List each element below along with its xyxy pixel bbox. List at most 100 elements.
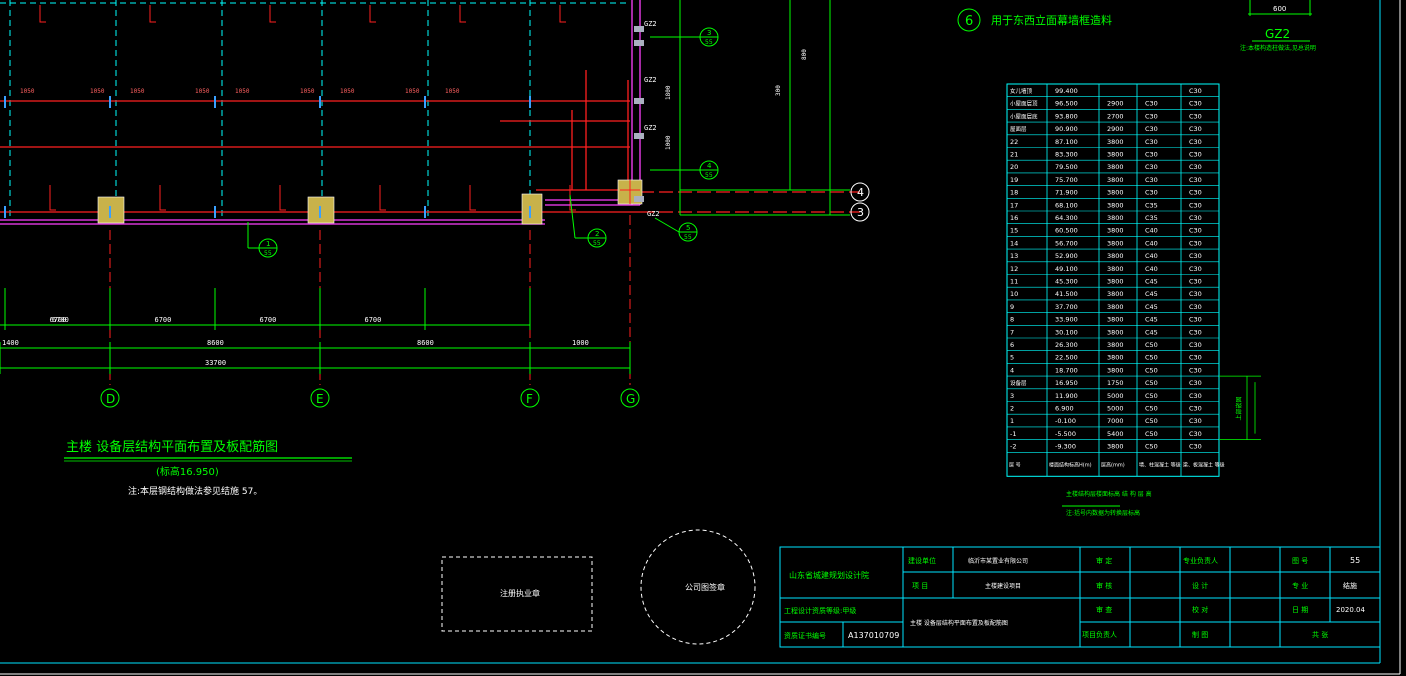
axis-lines [109, 215, 631, 385]
dim-text: 6700 [52, 316, 69, 324]
table-cell: 14 [1010, 239, 1018, 247]
section-6-title: 用于东西立面幕墙框造料 [991, 13, 1112, 27]
section-6-number: 6 [965, 14, 973, 29]
institute-name: 山东省城建规划设计院 [789, 570, 869, 580]
table-cell: 4 [1010, 366, 1014, 374]
detail-sheet: 55 [705, 39, 713, 46]
table-cell: 49.100 [1055, 265, 1078, 273]
build-unit-label: 建设单位 [908, 556, 936, 565]
table-cell: 7 [1010, 328, 1014, 336]
table-cell: C30 [1145, 163, 1158, 171]
date: 2020.04 [1336, 606, 1365, 614]
table-cell: 6 [1010, 341, 1014, 349]
table-cell: -0.100 [1055, 417, 1076, 425]
table-cell: C30 [1189, 189, 1202, 197]
gz-label: GZ2 [644, 20, 657, 28]
table-cell: C30 [1145, 151, 1158, 159]
table-cell: C30 [1189, 443, 1202, 451]
table-cell: 3800 [1107, 214, 1124, 222]
table-cell: 18 [1010, 189, 1018, 197]
table-cell: C45 [1145, 290, 1158, 298]
table-cell: 19 [1010, 176, 1018, 184]
table-cell: C30 [1189, 290, 1202, 298]
axis-bubble [620, 388, 640, 408]
table-cell: C30 [1189, 392, 1202, 400]
table-cell: 60.500 [1055, 227, 1078, 235]
table-cell: 10 [1010, 290, 1018, 298]
cert-no: A137010709 [848, 631, 899, 640]
table-cell: 3800 [1107, 239, 1124, 247]
table-cell: 3800 [1107, 151, 1124, 159]
table-cell: 64.300 [1055, 214, 1078, 222]
table-cell: 30.100 [1055, 328, 1078, 336]
axis-bubble [850, 182, 870, 202]
axis-bubble [100, 388, 120, 408]
dim-text: 6700 [260, 316, 277, 324]
cyan-grid-lines [0, 0, 630, 218]
approve-label: 审 定 [1096, 556, 1112, 565]
stamp-box: 注册执业章 [441, 556, 593, 632]
table-header-cell: 梁、板混凝土 等级 [1183, 461, 1225, 468]
table-cell: 71.900 [1055, 189, 1078, 197]
table-cell: 2900 [1107, 100, 1124, 108]
axis-label: G [626, 392, 635, 406]
table-header-cell: 楼面结构标高H(m) [1049, 461, 1092, 468]
beam-label: 1050 [130, 88, 145, 95]
axis-label: 4 [857, 186, 864, 199]
table-cell: C35 [1145, 201, 1158, 209]
detail-sheet: 55 [593, 240, 601, 247]
gz-label: GZ2 [644, 124, 657, 132]
table-caption-note: 注:括号内数据为转换层标高 [1066, 509, 1140, 517]
table-cell: C30 [1189, 328, 1202, 336]
stamp-box-label: 注册执业章 [500, 588, 540, 598]
dim-text: 1000 [572, 339, 589, 347]
table-cell: 3800 [1107, 316, 1124, 324]
sheet-no: 55 [1350, 556, 1360, 565]
table-cell: C30 [1145, 112, 1158, 120]
beam-label: 1050 [445, 88, 460, 95]
table-cell: 3800 [1107, 189, 1124, 197]
column [521, 193, 543, 225]
table-cell: 2 [1010, 405, 1014, 413]
table-cell: 21 [1010, 151, 1018, 159]
table-cell: 3800 [1107, 138, 1124, 146]
date-label: 日 期 [1292, 606, 1308, 614]
audit-label: 审 查 [1096, 605, 1112, 614]
detail-num: 5 [686, 224, 690, 232]
table-cell: 41.500 [1055, 290, 1078, 298]
discipline-label: 专 业 [1292, 581, 1308, 590]
rebar-mark [149, 5, 156, 23]
rebar-mark [279, 185, 286, 211]
beam-label: 1050 [235, 88, 250, 95]
table-cell: 3800 [1107, 303, 1124, 311]
dim-total: 33700 [205, 359, 226, 367]
table-header-cell: 层高(mm) [1101, 461, 1125, 468]
table-cell: 87.100 [1055, 138, 1078, 146]
gz-width: 600 [1273, 5, 1286, 13]
drawing-title: 主楼 设备层结构平面布置及板配筋图 [910, 619, 1008, 627]
table-cell: 3800 [1107, 341, 1124, 349]
gz-note: 注:本楼构造柱做法,见总说明 [1240, 44, 1316, 52]
detail-sheet: 55 [705, 172, 713, 179]
table-cell: C30 [1189, 87, 1202, 95]
rebar-mark [269, 5, 276, 23]
dimension-lines [0, 324, 630, 369]
gz-block [634, 40, 644, 46]
table-cell: 6.900 [1055, 405, 1074, 413]
columns [97, 26, 644, 225]
table-cell: 20 [1010, 163, 1018, 171]
rebar-mark [39, 5, 46, 23]
table-cell: C30 [1145, 189, 1158, 197]
table-cell: 93.800 [1055, 112, 1078, 120]
table-cell: C30 [1189, 100, 1202, 108]
axis-label: 3 [857, 206, 864, 219]
table-header-cell: 层 号 [1009, 462, 1021, 468]
table-cell: C40 [1145, 239, 1158, 247]
gz-label: GZ2 [1265, 27, 1290, 41]
axis-label: D [106, 392, 115, 406]
beam-label: 1050 [90, 88, 105, 95]
red-beams [0, 70, 860, 213]
rebar-mark [559, 5, 566, 23]
